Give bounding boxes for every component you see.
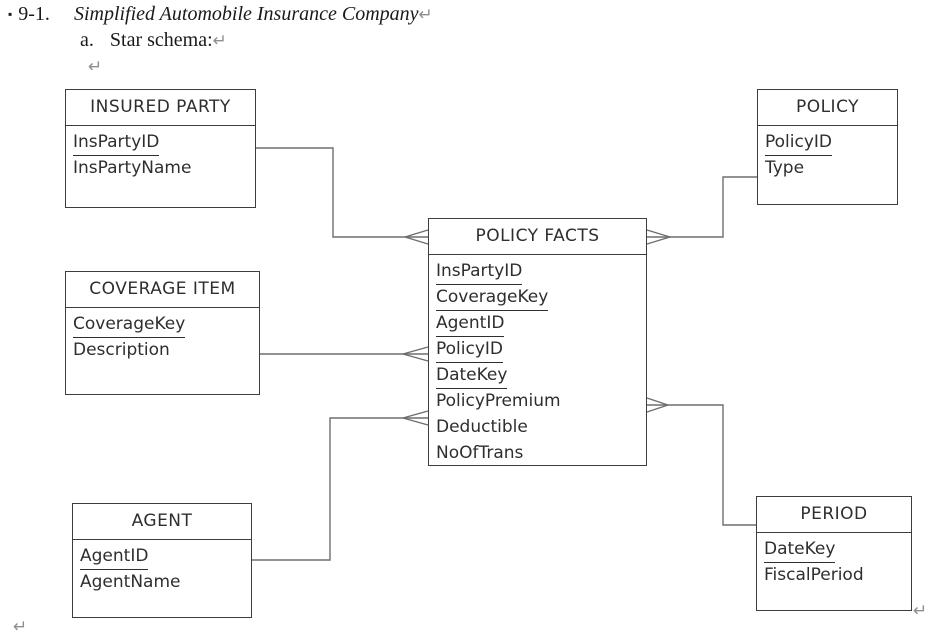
entity-attributes: PolicyID Type <box>758 126 897 182</box>
attribute-row: PolicyID <box>436 337 639 363</box>
doc-header: ▪ 9-1. Simplified Automobile Insurance Com… <box>8 2 938 80</box>
page-title: Simplified Automobile Insurance Company <box>73 3 419 25</box>
entity-attributes: CoverageKey Description <box>66 308 259 364</box>
header-line-1: ▪ 9-1. Simplified Automobile Insurance Com… <box>8 2 938 28</box>
attribute-row: InsPartyID <box>73 130 248 156</box>
sub-item-text: Star schema: <box>109 29 213 51</box>
connector-period-to-policy-facts[interactable] <box>646 397 756 526</box>
return-mark-icon: ↵ <box>212 31 227 51</box>
item-number: 9-1. <box>18 3 50 25</box>
attribute: InsPartyID <box>73 130 160 156</box>
attribute: PolicyID <box>436 337 504 363</box>
attribute-row: DateKey <box>436 363 639 389</box>
attribute: Type <box>765 158 805 178</box>
header-line-3: ↵ <box>8 54 938 80</box>
connector-coverage-item-to-policy-facts[interactable] <box>260 346 429 362</box>
sub-item-label: a. <box>80 29 94 51</box>
entity-title: COVERAGE ITEM <box>66 272 259 308</box>
attribute-row: PolicyPremium <box>436 389 639 415</box>
attribute: PolicyPremium <box>436 391 561 411</box>
connector-policy-to-policy-facts[interactable] <box>646 176 757 245</box>
attribute-row: Type <box>765 156 890 182</box>
attribute-row: CoverageKey <box>436 285 639 311</box>
attribute: CoverageKey <box>436 285 549 311</box>
entity-insured-party[interactable]: INSURED PARTY InsPartyID InsPartyName <box>65 89 256 208</box>
attribute: CoverageKey <box>73 312 186 338</box>
attribute-row: AgentName <box>80 570 244 596</box>
entity-title: POLICY FACTS <box>429 219 646 255</box>
attribute-row: InsPartyName <box>73 156 248 182</box>
attribute-row: CoverageKey <box>73 312 252 338</box>
attribute: InsPartyID <box>436 259 523 285</box>
attribute-row: NoOfTrans <box>436 441 639 467</box>
return-mark-icon: ↵ <box>913 601 928 621</box>
entity-title: INSURED PARTY <box>66 90 255 126</box>
attribute-row: FiscalPeriod <box>764 563 904 589</box>
entity-attributes: DateKey FiscalPeriod <box>757 533 911 589</box>
entity-period[interactable]: PERIOD DateKey FiscalPeriod <box>756 496 912 611</box>
attribute: DateKey <box>436 363 508 389</box>
entity-policy[interactable]: POLICY PolicyID Type <box>757 89 898 205</box>
connector-insured-party-to-policy-facts[interactable] <box>256 147 429 245</box>
entity-attributes: AgentID AgentName <box>73 540 251 596</box>
list-bullet-icon: ▪ <box>8 7 13 21</box>
entity-policy-facts[interactable]: POLICY FACTS InsPartyID CoverageKey Agen… <box>428 218 647 466</box>
entity-agent[interactable]: AGENT AgentID AgentName <box>72 503 252 618</box>
attribute-row: Description <box>73 338 252 364</box>
attribute: InsPartyName <box>73 158 192 178</box>
return-mark-icon: ↵ <box>418 5 433 25</box>
entity-coverage-item[interactable]: COVERAGE ITEM CoverageKey Description <box>65 271 260 395</box>
header-line-2: a. Star schema:↵ <box>8 28 938 54</box>
attribute: FiscalPeriod <box>764 565 864 585</box>
return-mark-icon: ↵ <box>88 57 103 77</box>
attribute-row: PolicyID <box>765 130 890 156</box>
attribute-row: Deductible <box>436 415 639 441</box>
entity-attributes: InsPartyID InsPartyName <box>66 126 255 182</box>
entity-title: POLICY <box>758 90 897 126</box>
attribute-row: AgentID <box>436 311 639 337</box>
return-mark-icon: ↵ <box>13 617 28 637</box>
attribute: Description <box>73 340 170 360</box>
attribute-row: DateKey <box>764 537 904 563</box>
attribute: AgentID <box>436 311 505 337</box>
entity-title: PERIOD <box>757 497 911 533</box>
entity-title: AGENT <box>73 504 251 540</box>
attribute: AgentID <box>80 544 149 570</box>
entity-attributes: InsPartyID CoverageKey AgentID PolicyID … <box>429 255 646 467</box>
attribute: AgentName <box>80 572 181 592</box>
attribute-row: InsPartyID <box>436 259 639 285</box>
attribute: NoOfTrans <box>436 443 524 463</box>
attribute: Deductible <box>436 417 528 437</box>
attribute: DateKey <box>764 537 836 563</box>
attribute: PolicyID <box>765 130 833 156</box>
attribute-row: AgentID <box>80 544 244 570</box>
connector-agent-to-policy-facts[interactable] <box>252 410 429 561</box>
